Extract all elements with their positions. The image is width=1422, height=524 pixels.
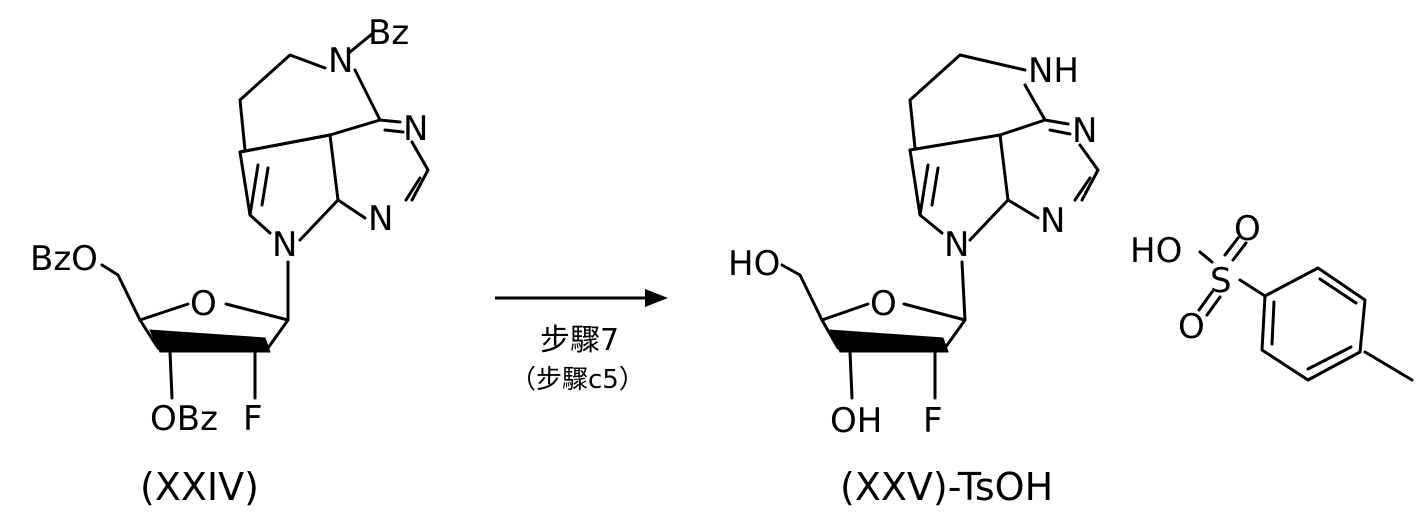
left-o-ring-label: O [190, 284, 217, 324]
tsoh-ho-label: HO [1130, 231, 1182, 271]
tsoh-methyl-bond [1365, 352, 1412, 380]
tsoh-o-top-label: O [1234, 209, 1261, 249]
tsoh-o-bottom-label: O [1178, 307, 1205, 347]
right-n-pyrrole-label: N [944, 225, 969, 265]
reaction-arrow-group: 步驟7 （步驟c5） [495, 289, 668, 395]
step-sub-label: （步驟c5） [510, 365, 645, 395]
left-c5-bond [102, 265, 140, 320]
right-oh-label: OH [830, 401, 882, 441]
right-o3-bond [850, 352, 852, 398]
tsoh-molecule: HO S O O [1130, 209, 1412, 380]
right-caption: (XXV)-TsOH [840, 465, 1053, 509]
right-nh-label: NH [1028, 51, 1079, 91]
right-sugar-wedge [830, 330, 948, 352]
tsoh-s-ring-bond [1240, 280, 1265, 296]
left-bzo-label: BzO [30, 239, 98, 279]
right-f-label: F [923, 401, 943, 441]
left-n-pyrimidine-1-label: N [403, 109, 428, 149]
step-label: 步驟7 [540, 323, 619, 358]
left-molecule: Bz N N N N BzO O OBz F (XXIV) [30, 13, 428, 509]
right-n-c1-bond [962, 262, 965, 320]
right-ho-label: HO [728, 244, 780, 284]
left-f-label: F [243, 399, 263, 439]
left-bz-label: Bz [368, 13, 409, 53]
right-azepine-bonds [910, 55, 1045, 150]
right-n-pyrimidine-2-label: N [1040, 201, 1065, 241]
tsoh-benzene-double-bonds [1272, 279, 1356, 369]
left-n-ring-label: N [328, 41, 353, 81]
left-n-pyrimidine-2-label: N [368, 199, 393, 239]
reaction-arrow-head [645, 289, 668, 307]
right-n-pyrimidine-1-label: N [1072, 111, 1097, 151]
tsoh-s-label: S [1210, 261, 1232, 301]
left-caption: (XXIV) [140, 465, 259, 509]
right-molecule: NH N N N HO O OH F (XXV)-TsOH [728, 51, 1098, 509]
left-n-pyrrole-label: N [272, 225, 297, 265]
tsoh-benzene-ring [1262, 268, 1365, 380]
right-o-ring-label: O [870, 284, 897, 324]
left-o3-bond [170, 352, 172, 398]
right-c5-bond [782, 265, 822, 320]
left-sugar-wedge [150, 330, 270, 352]
left-obz-label: OBz [150, 399, 218, 439]
